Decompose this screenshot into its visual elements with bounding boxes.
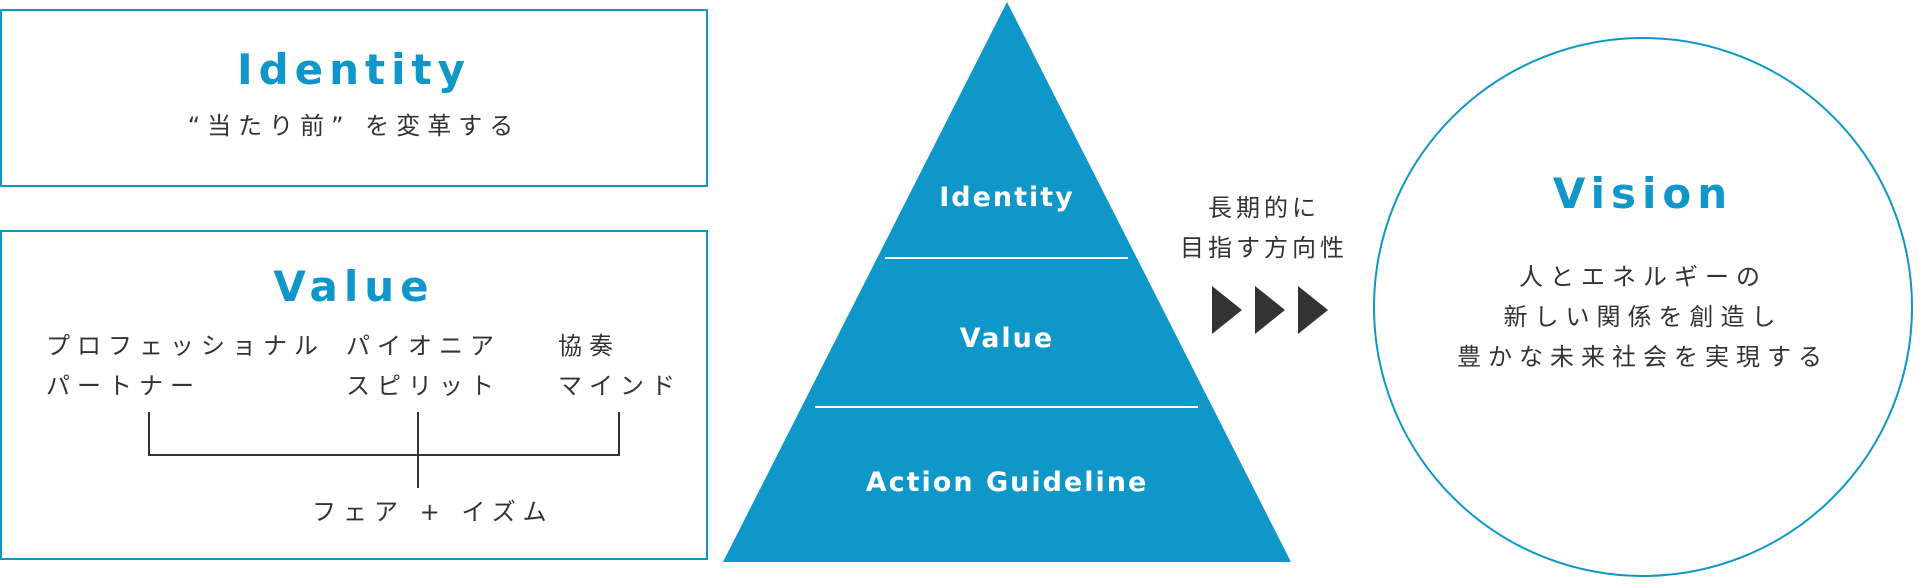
arrow-icons bbox=[1212, 286, 1328, 334]
identity-subtitle: “当たり前” を変革する bbox=[187, 112, 521, 140]
value-item-line2: パートナー bbox=[46, 372, 201, 400]
bracket-middle-stem bbox=[417, 412, 419, 488]
pyramid-tier-value: Value bbox=[960, 323, 1054, 354]
identity-title: Identity bbox=[236, 45, 471, 94]
value-title: Value bbox=[273, 262, 435, 311]
bracket-right-stem bbox=[618, 412, 620, 456]
direction-label-line1: 長期的に bbox=[1208, 194, 1320, 222]
value-box: Value プロフェッショナル パートナー パイオニア スピリット 協奏 マイン… bbox=[0, 230, 708, 560]
pyramid-diagram: Identity Value Action Guideline bbox=[723, 2, 1291, 562]
value-item-line2: スピリット bbox=[346, 372, 501, 400]
value-item-line2: マインド bbox=[558, 372, 682, 400]
value-item-line1: 協奏 bbox=[558, 332, 620, 360]
arrow-right-icon bbox=[1298, 286, 1328, 334]
vision-circle: Vision 人とエネルギーの 新しい関係を創造し 豊かな未来社会を実現する bbox=[1373, 37, 1913, 577]
value-item-pioneer-spirit: パイオニア スピリット bbox=[346, 326, 501, 406]
bracket-horizontal bbox=[148, 454, 620, 456]
value-summary: フェア + イズム bbox=[312, 498, 554, 526]
value-item-line1: プロフェッショナル bbox=[46, 332, 325, 360]
vision-line: 人とエネルギーの bbox=[1519, 263, 1767, 291]
arrow-right-icon bbox=[1255, 286, 1285, 334]
pyramid-tier-identity: Identity bbox=[939, 182, 1075, 213]
value-item-harmony-mind: 協奏 マインド bbox=[558, 326, 682, 406]
identity-box: Identity “当たり前” を変革する bbox=[0, 9, 708, 187]
vision-statement: 人とエネルギーの 新しい関係を創造し 豊かな未来社会を実現する bbox=[1375, 257, 1911, 377]
pyramid-shape bbox=[723, 2, 1291, 562]
value-item-professional-partner: プロフェッショナル パートナー bbox=[46, 326, 325, 406]
direction-label: 長期的に 目指す方向性 bbox=[1164, 188, 1364, 268]
arrow-right-icon bbox=[1212, 286, 1242, 334]
vision-line: 新しい関係を創造し bbox=[1503, 303, 1783, 331]
value-item-line1: パイオニア bbox=[346, 332, 501, 360]
vision-title: Vision bbox=[1552, 169, 1734, 218]
bracket-left-stem bbox=[148, 412, 150, 456]
vision-line: 豊かな未来社会を実現する bbox=[1457, 343, 1829, 371]
direction-label-line2: 目指す方向性 bbox=[1180, 234, 1348, 262]
pyramid-tier-action-guideline: Action Guideline bbox=[866, 467, 1149, 498]
